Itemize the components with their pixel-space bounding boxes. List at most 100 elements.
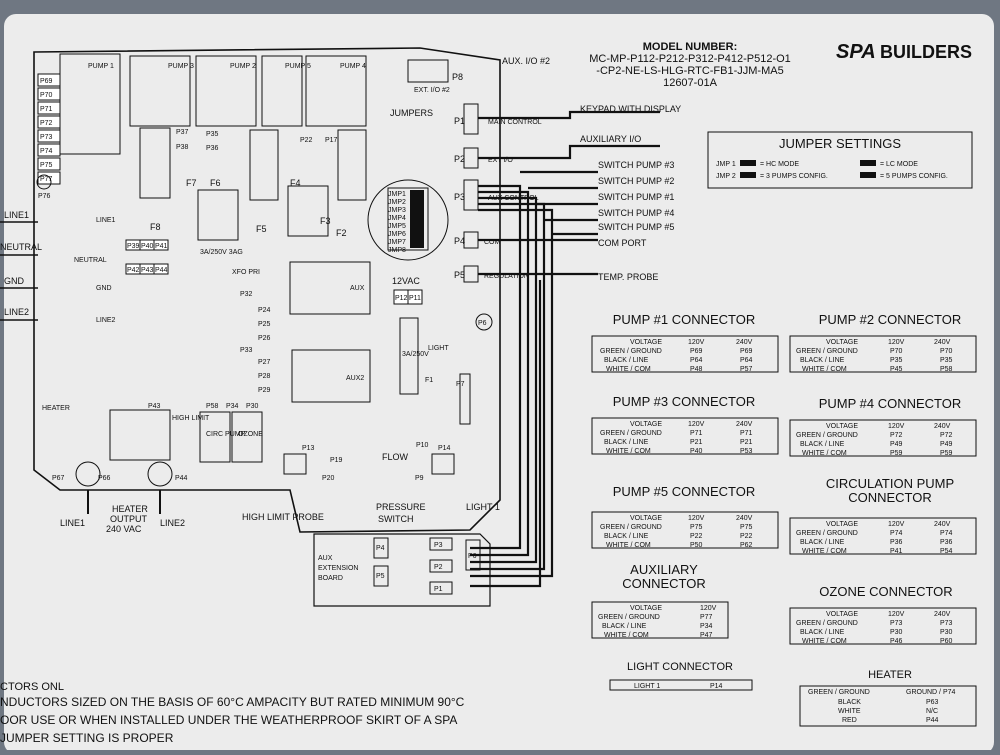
svg-text:LIGHT 1: LIGHT 1 bbox=[466, 502, 500, 512]
svg-text:GREEN / GROUND: GREEN / GROUND bbox=[600, 430, 662, 437]
svg-text:P69: P69 bbox=[690, 348, 703, 355]
signal-labels: KEYPAD WITH DISPLAY AUXILIARY I/O SWITCH… bbox=[580, 104, 681, 282]
svg-text:P64: P64 bbox=[690, 357, 703, 364]
svg-text:OOR USE OR WHEN INSTALLED UNDE: OOR USE OR WHEN INSTALLED UNDER THE WEAT… bbox=[0, 713, 457, 727]
svg-text:P39: P39 bbox=[127, 243, 140, 250]
svg-text:P77: P77 bbox=[700, 614, 713, 621]
svg-text:BLACK / LINE: BLACK / LINE bbox=[604, 439, 649, 446]
svg-text:P29: P29 bbox=[258, 387, 271, 394]
pin-grid: P39 P40 P41 P42 P43 P44 bbox=[125, 239, 169, 275]
svg-text:AUXILIARY: AUXILIARY bbox=[630, 562, 698, 577]
svg-text:240V: 240V bbox=[736, 339, 753, 346]
svg-text:P2: P2 bbox=[434, 564, 443, 571]
model-line-2: -CP2-NE-LS-HLG-RTC-FB1-JJM-MA5 bbox=[596, 65, 783, 77]
aux-extension-board: AUX EXTENSION BOARD P4 P5 P3 P2 P1 P6 bbox=[313, 533, 491, 607]
svg-text:GREEN / GROUND: GREEN / GROUND bbox=[808, 689, 870, 696]
svg-text:P17: P17 bbox=[325, 137, 338, 144]
svg-text:MAIN CONTROL: MAIN CONTROL bbox=[488, 119, 542, 126]
svg-text:COM: COM bbox=[484, 239, 501, 246]
svg-text:F1: F1 bbox=[425, 377, 433, 384]
svg-text:= 3 PUMPS CONFIG.: = 3 PUMPS CONFIG. bbox=[760, 173, 828, 180]
svg-text:EXT. I/O #2: EXT. I/O #2 bbox=[414, 87, 450, 94]
svg-text:P9: P9 bbox=[415, 475, 424, 482]
svg-text:240V: 240V bbox=[934, 521, 951, 528]
left-label-neutral: NEUTRAL bbox=[0, 242, 42, 252]
relay-label-pump1: PUMP 1 bbox=[88, 63, 114, 70]
svg-text:P75: P75 bbox=[40, 162, 53, 169]
svg-text:P6: P6 bbox=[468, 553, 477, 560]
svg-text:P3: P3 bbox=[434, 542, 443, 549]
svg-text:HIGH LIMIT: HIGH LIMIT bbox=[172, 415, 210, 422]
svg-text:120V: 120V bbox=[688, 515, 705, 522]
svg-text:AUX2: AUX2 bbox=[346, 375, 364, 382]
svg-text:GROUND / P74: GROUND / P74 bbox=[906, 689, 956, 696]
signal-switch-pump4: SWITCH PUMP #4 bbox=[598, 208, 674, 218]
model-line-3: 12607-01A bbox=[663, 77, 717, 89]
svg-text:P70: P70 bbox=[890, 348, 903, 355]
svg-text:P36: P36 bbox=[206, 145, 219, 152]
svg-text:LINE1: LINE1 bbox=[60, 518, 85, 528]
svg-text:P64: P64 bbox=[740, 357, 753, 364]
svg-text:WHITE: WHITE bbox=[838, 708, 861, 715]
svg-text:P6: P6 bbox=[478, 320, 487, 327]
svg-text:JMP5: JMP5 bbox=[388, 223, 406, 230]
svg-text:P66: P66 bbox=[98, 475, 111, 482]
svg-text:F2: F2 bbox=[336, 228, 347, 238]
svg-text:P72: P72 bbox=[890, 432, 903, 439]
svg-text:P58: P58 bbox=[940, 366, 953, 373]
svg-text:WHITE / COM: WHITE / COM bbox=[802, 638, 847, 645]
svg-text:P48: P48 bbox=[690, 366, 703, 373]
svg-text:P54: P54 bbox=[940, 548, 953, 555]
svg-text:P4: P4 bbox=[376, 545, 385, 552]
svg-text:GREEN / GROUND: GREEN / GROUND bbox=[796, 620, 858, 627]
brand-rest: BUILDERS bbox=[880, 42, 972, 62]
svg-text:WHITE / COM: WHITE / COM bbox=[802, 450, 847, 457]
svg-text:JMP 2: JMP 2 bbox=[716, 173, 736, 180]
ext-io-2: EXT. I/O #2 P8 AUX. I/O #2 bbox=[407, 56, 550, 94]
svg-text:120V: 120V bbox=[688, 339, 705, 346]
svg-text:P69: P69 bbox=[740, 348, 753, 355]
svg-text:GREEN / GROUND: GREEN / GROUND bbox=[796, 530, 858, 537]
svg-text:BLACK / LINE: BLACK / LINE bbox=[602, 623, 647, 630]
svg-text:P71: P71 bbox=[40, 106, 53, 113]
svg-text:P69: P69 bbox=[40, 78, 53, 85]
svg-text:240V: 240V bbox=[736, 515, 753, 522]
light-connector: LIGHT CONNECTOR LIGHT 1 P14 bbox=[609, 661, 753, 691]
signal-switch-pump1: SWITCH PUMP #1 bbox=[598, 192, 674, 202]
svg-text:P11: P11 bbox=[409, 295, 421, 302]
svg-text:120V: 120V bbox=[888, 521, 905, 528]
svg-text:P71: P71 bbox=[690, 430, 703, 437]
svg-text:P1: P1 bbox=[434, 586, 443, 593]
svg-text:P30: P30 bbox=[940, 629, 953, 636]
svg-text:AUX: AUX bbox=[350, 285, 365, 292]
signal-switch-pump3: SWITCH PUMP #3 bbox=[598, 160, 674, 170]
svg-text:P71: P71 bbox=[740, 430, 753, 437]
svg-text:P57: P57 bbox=[740, 366, 753, 373]
svg-text:P74: P74 bbox=[40, 148, 53, 155]
svg-text:LINE1: LINE1 bbox=[96, 217, 116, 224]
svg-text:P22: P22 bbox=[690, 533, 703, 540]
footer-notes: CTORS ONL NDUCTORS SIZED ON THE BASIS OF… bbox=[0, 681, 465, 745]
svg-text:P21: P21 bbox=[690, 439, 703, 446]
svg-text:BOARD: BOARD bbox=[318, 575, 343, 582]
svg-text:WHITE / COM: WHITE / COM bbox=[604, 632, 649, 639]
svg-text:HIGH LIMIT PROBE: HIGH LIMIT PROBE bbox=[242, 512, 324, 522]
svg-text:PUMP #3 CONNECTOR: PUMP #3 CONNECTOR bbox=[613, 394, 756, 409]
svg-text:P25: P25 bbox=[258, 321, 271, 328]
svg-text:N/C: N/C bbox=[926, 708, 938, 715]
model-number-block: MODEL NUMBER: MC-MP-P112-P212-P312-P412-… bbox=[589, 41, 791, 89]
svg-text:P58: P58 bbox=[206, 403, 219, 410]
svg-text:P76: P76 bbox=[38, 193, 51, 200]
svg-text:P74: P74 bbox=[940, 530, 953, 537]
svg-text:XFO PRI: XFO PRI bbox=[232, 269, 260, 276]
svg-text:P21: P21 bbox=[740, 439, 753, 446]
svg-text:BLACK / LINE: BLACK / LINE bbox=[800, 441, 845, 448]
brand-logo: SPA BUILDERS bbox=[836, 41, 972, 63]
svg-text:P44: P44 bbox=[155, 267, 168, 274]
svg-text:PUMP #5 CONNECTOR: PUMP #5 CONNECTOR bbox=[613, 484, 756, 499]
svg-text:P7: P7 bbox=[456, 381, 465, 388]
svg-text:P60: P60 bbox=[940, 638, 953, 645]
